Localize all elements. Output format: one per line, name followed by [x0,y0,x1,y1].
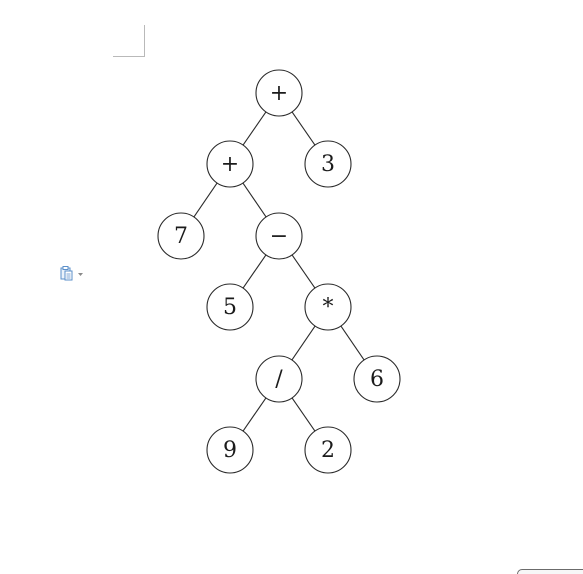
tree-edge [242,397,267,432]
tree-node-label: 3 [321,152,335,177]
tree-node-label: + [270,81,288,106]
tree-node: * [304,283,352,331]
tree-nodes: + +3 7 − 5 * / 6 9 2 [157,69,401,474]
tree-node: 9 [206,426,254,474]
tree-edge [242,182,267,218]
tree-node: + [206,140,254,188]
tree-node: − [255,212,303,260]
tree-node-label: 2 [321,438,335,463]
tree-node: 7 [157,212,205,260]
scrollbar-thumb[interactable] [517,569,583,574]
tree-node-circle [353,355,401,403]
tree-node-circle [157,212,205,260]
tree-node-circle [255,355,303,403]
tree-edge [340,325,365,361]
tree-node: / [255,355,303,403]
tree-node-label: * [323,295,334,320]
tree-node-label: + [221,152,239,177]
tree-node-label: 9 [223,438,237,463]
tree-edge [193,182,218,218]
tree-node-circle [206,283,254,331]
tree-edge [291,254,316,289]
tree-node: 5 [206,283,254,331]
tree-node-circle [206,140,254,188]
tree-edge [291,325,316,361]
tree-node-circle [304,140,352,188]
tree-edge [291,111,316,146]
tree-edges [193,111,365,432]
clipboard-paste-icon [60,266,83,281]
tree-node-label: 7 [174,224,188,249]
chevron-down-icon [78,273,83,276]
tree-node-label: 5 [223,295,237,320]
tree-node: 3 [304,140,352,188]
tree-node-circle [304,283,352,331]
tree-node-circle [206,426,254,474]
tree-edge [242,254,267,289]
tree-node-label: / [275,367,283,392]
tree-node-label: 6 [370,367,384,392]
tree-edge [242,111,267,146]
tree-node: 2 [304,426,352,474]
tree-node-label: − [270,224,288,249]
tree-node-circle [255,69,303,117]
paste-options-button[interactable] [59,265,87,283]
tree-node-circle [255,212,303,260]
tree-node: 6 [353,355,401,403]
tree-node: + [255,69,303,117]
tree-edge [291,397,316,432]
page-margin-corner-mark [113,25,145,57]
tree-node-circle [304,426,352,474]
